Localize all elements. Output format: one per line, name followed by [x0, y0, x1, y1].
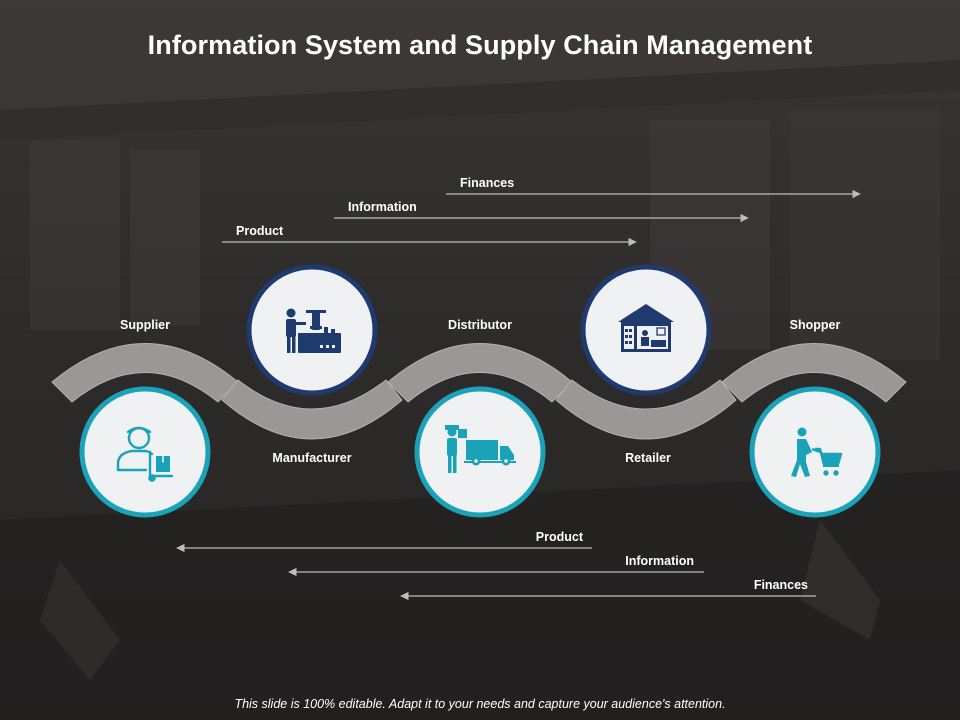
node-label-supplier: Supplier	[120, 318, 170, 332]
supplier-person-box-icon	[116, 426, 174, 482]
backward-label-product: Product	[536, 530, 584, 544]
forward-label-product: Product	[236, 224, 284, 238]
node-shopper	[749, 386, 881, 518]
node-distributor	[414, 386, 546, 518]
shopping-cart-icon	[791, 427, 843, 477]
node-label-shopper: Shopper	[790, 318, 841, 332]
wave-segment-5	[721, 343, 907, 403]
slide-title: Information System and Supply Chain Mana…	[147, 30, 813, 60]
forward-flow-arrows: Finances Information Product	[222, 176, 861, 247]
retail-store-icon	[618, 304, 674, 352]
footer-note: This slide is 100% editable. Adapt it to…	[234, 697, 726, 711]
wave-band	[51, 343, 907, 440]
node-label-retailer: Retailer	[625, 451, 671, 465]
backward-label-finances: Finances	[754, 578, 808, 592]
backward-flow-arrows: Product Information Finances	[176, 530, 816, 601]
delivery-truck-icon	[445, 425, 516, 473]
node-label-manufacturer: Manufacturer	[272, 451, 351, 465]
node-retailer	[580, 264, 712, 396]
forward-label-information: Information	[348, 200, 417, 214]
factory-machine-icon	[286, 308, 341, 353]
node-supplier	[79, 386, 211, 518]
node-manufacturer	[246, 264, 378, 396]
wave-segment-2	[221, 379, 403, 440]
forward-label-finances: Finances	[460, 176, 514, 190]
backward-label-information: Information	[625, 554, 694, 568]
node-label-distributor: Distributor	[448, 318, 512, 332]
wave-segment-4	[555, 379, 737, 440]
